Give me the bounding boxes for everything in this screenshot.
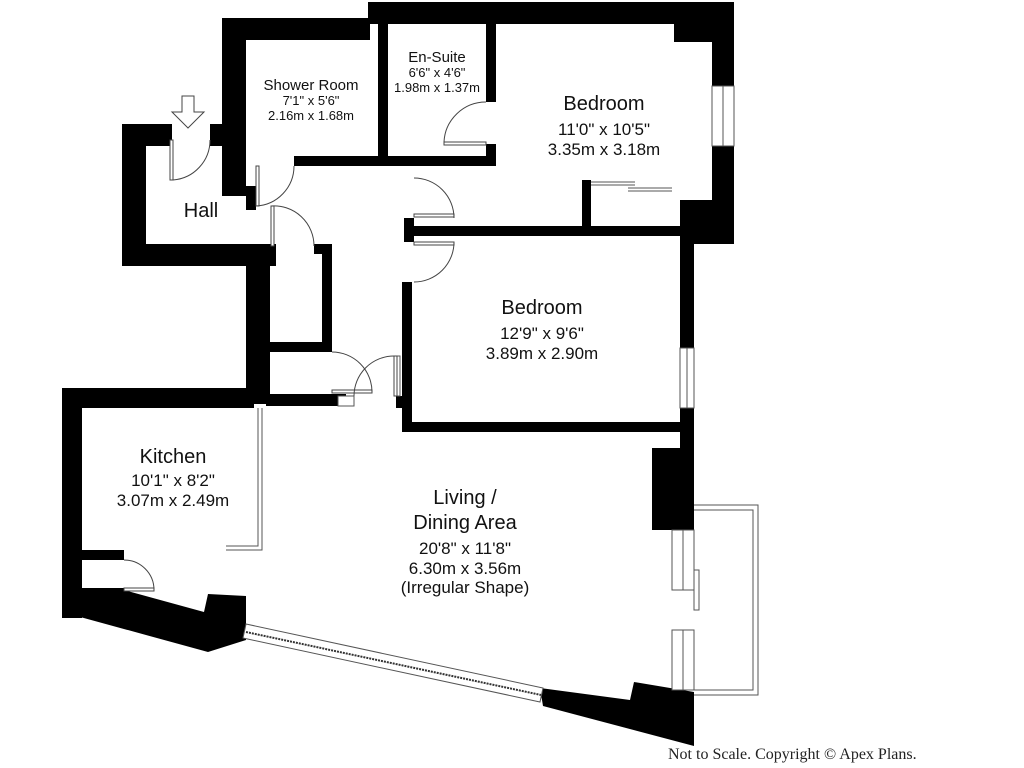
room-name: Living / (433, 487, 497, 509)
room-imperial: 10'1" x 8'2" (131, 471, 215, 490)
room-metric: 3.35m x 3.18m (547, 139, 661, 159)
doors (123, 101, 487, 592)
room-label-en-suite: En-Suite 6'6" x 4'6" 1.98m x 1.37m (394, 49, 480, 96)
room-label-bedroom-1: Bedroom 11'0" x 10'5" 3.35m x 3.18m (548, 93, 660, 159)
room-imperial: 7'1" x 5'6" (282, 93, 340, 109)
windows (226, 85, 759, 703)
room-metric: 1.98m x 1.37m (394, 80, 480, 96)
room-imperial: 11'0" x 10'5" (558, 120, 650, 139)
room-metric: 6.30m x 3.56m (408, 558, 522, 578)
room-note: (Irregular Shape) (400, 578, 530, 598)
copyright-notice: Not to Scale. Copyright © Apex Plans. (668, 746, 917, 763)
room-label-shower-room: Shower Room 7'1" x 5'6" 2.16m x 1.68m (263, 77, 358, 124)
room-imperial: 20'8" x 11'8" (419, 539, 511, 558)
room-imperial: 12'9" x 9'6" (500, 324, 584, 343)
down-arrow-icon (170, 95, 206, 129)
room-name-line-2: Dining Area (413, 512, 517, 534)
room-metric: 2.16m x 1.68m (267, 108, 354, 124)
room-metric: 3.89m x 2.90m (485, 343, 599, 363)
room-label-kitchen: Kitchen 10'1" x 8'2" 3.07m x 2.49m (117, 446, 229, 510)
room-imperial: 6'6" x 4'6" (408, 65, 466, 81)
room-name: Bedroom (563, 93, 645, 115)
room-label-living-dining: Living / Dining Area 20'8" x 11'8" 6.30m… (401, 487, 530, 598)
room-label-hall: Hall (184, 200, 218, 223)
room-label-bedroom-2: Bedroom 12'9" x 9'6" 3.89m x 2.90m (486, 297, 598, 363)
room-name: En-Suite (408, 49, 466, 66)
room-name: Shower Room (263, 77, 359, 94)
walls (62, 2, 734, 746)
room-name: Bedroom (501, 297, 583, 319)
room-metric: 3.07m x 2.49m (116, 490, 230, 510)
room-name: Kitchen (139, 446, 207, 468)
room-name: Hall (183, 200, 219, 222)
